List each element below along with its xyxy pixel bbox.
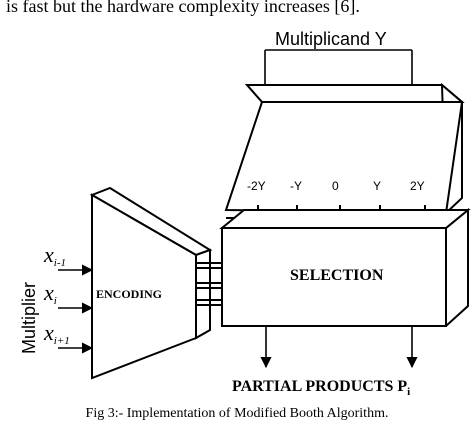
input-xi-plus-1-base: x	[43, 320, 54, 345]
input-xi-sub: i	[54, 295, 57, 307]
input-arrows	[58, 264, 94, 354]
body-text-line: is fast but the hardware complexity incr…	[6, 0, 360, 16]
input-xi-plus-1-sub: i+1	[54, 335, 70, 347]
multiplier-label: Multiplier	[19, 282, 39, 354]
multiplicand-label: Multiplicand Y	[275, 29, 387, 49]
encoding-block	[89, 186, 213, 380]
encoding-label: ENCODING	[96, 287, 162, 301]
selector-input-y: Y	[373, 179, 381, 193]
selector-input-neg-2y: -2Y	[247, 179, 266, 193]
input-xi-minus-1-sub: i-1	[54, 257, 66, 269]
booth-algorithm-diagram: Multiplicand Y -2Y -Y 0 Y 2Y	[19, 29, 471, 398]
output-subscript: i	[407, 386, 410, 398]
encoder-to-selection-wires	[196, 262, 222, 306]
output-arrows	[260, 326, 418, 369]
selection-mux-block	[224, 82, 465, 216]
output-label-group: PARTIAL PRODUCTS Pi	[232, 378, 410, 398]
selector-input-labels: -2Y -Y 0 Y 2Y	[247, 179, 425, 193]
input-xi-base: x	[43, 280, 54, 305]
svg-text:xi-1: xi-1	[43, 242, 66, 269]
selector-input-2y: 2Y	[410, 179, 425, 193]
multiplier-inputs: xi-1 xi xi+1	[43, 242, 70, 347]
output-label: PARTIAL PRODUCTS P	[232, 378, 407, 395]
selection-box	[219, 207, 471, 328]
figure-caption: Fig 3:- Implementation of Modified Booth…	[85, 406, 389, 421]
selector-input-zero: 0	[332, 179, 339, 193]
input-xi-minus-1-base: x	[43, 242, 54, 267]
selector-input-neg-y: -Y	[290, 179, 302, 193]
svg-text:xi: xi	[43, 280, 57, 307]
selection-label: SELECTION	[290, 267, 384, 284]
svg-text:xi+1: xi+1	[43, 320, 70, 347]
